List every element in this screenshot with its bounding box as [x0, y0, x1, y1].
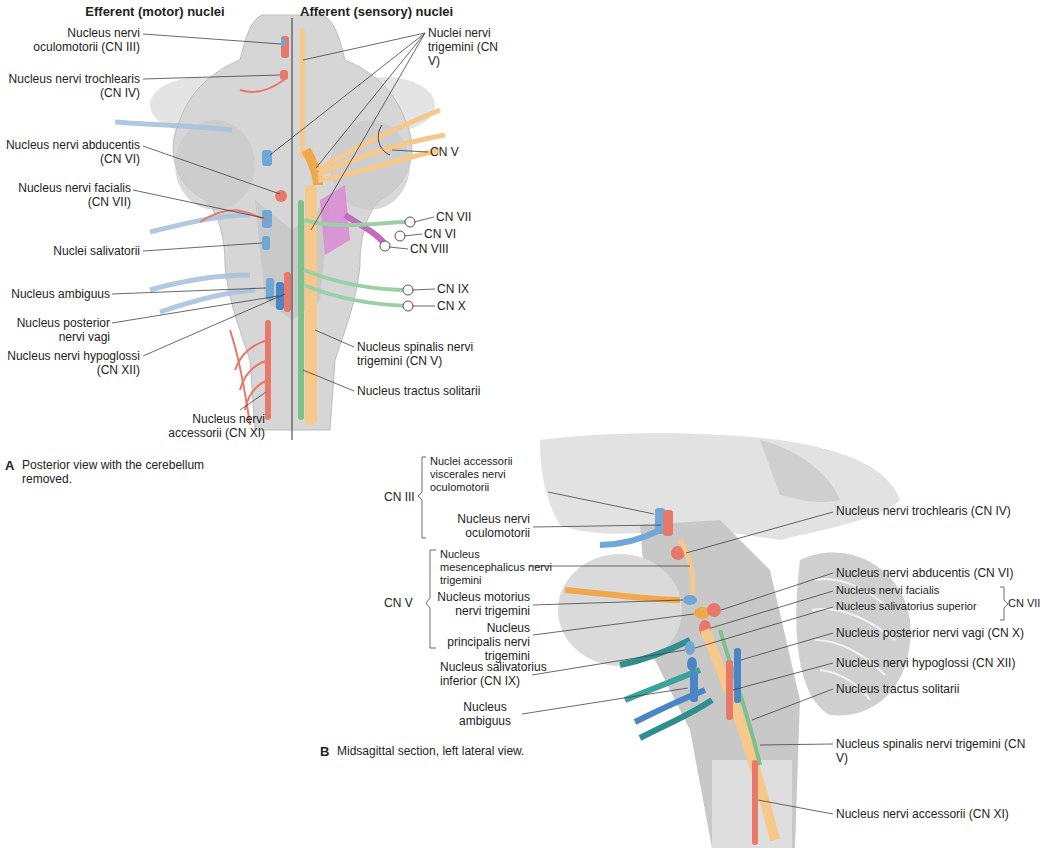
structure-label: Nucleus spinalis nervi trigemini (CN V)	[357, 340, 497, 368]
nerve-label: CN V	[384, 596, 426, 610]
structure-label: Nucleus nervi accessorii (CN XI)	[836, 807, 1050, 821]
column-heading: Efferent (motor) nuclei	[60, 4, 250, 19]
structure-label: Nucleus nervi hypoglossi (CN XII)	[2, 349, 140, 377]
nerve-label: CN V	[430, 145, 470, 159]
nerve-label: CN X	[437, 299, 481, 313]
structure-label: Nucleus principalis nervi trigemini	[430, 621, 530, 663]
structure-label: Nucleus nervi trochlearis (CN IV)	[836, 504, 1050, 518]
structure-label: Nucleus spinalis nervi trigemini (CN V)	[836, 737, 1036, 765]
structure-label: Nucleus nervi oculomotorii	[430, 512, 530, 540]
structure-label: Nucleus tractus solitarii	[357, 384, 517, 398]
structure-label: Nucleus mesencephalicus nervi trigemini	[440, 548, 552, 587]
structure-label: Nucleus posterior nervi vagi	[5, 316, 110, 344]
nerve-label: CN IX	[437, 282, 481, 296]
structure-label: Nucleus tractus solitarii	[836, 682, 1050, 696]
nerve-label: CN VII	[1008, 597, 1050, 610]
nerve-label: CN VI	[424, 227, 468, 241]
structure-label: Nucleus salivatorius superior	[836, 600, 1000, 613]
structure-label: Nucleus nervi facialis	[836, 584, 1000, 597]
structure-label: Nuclei accessorii viscerales nervi oculo…	[430, 455, 552, 494]
structure-label: Nucleus nervi abducentis (CN VI)	[5, 138, 140, 166]
brainstem-posterior	[115, 15, 445, 440]
brain-midsagittal	[540, 433, 910, 848]
structure-label: Nucleus ambiguus	[5, 287, 110, 301]
structure-label: Nucleus nervi abducentis (CN VI)	[836, 566, 1050, 580]
caption-text: Midsagittal section, left lateral view.	[337, 744, 637, 758]
nerve-label: CN VIII	[410, 242, 460, 256]
nerve-label: CN III	[384, 490, 424, 504]
column-heading: Afferent (sensory) nuclei	[300, 4, 490, 19]
structure-label: Nucleus nervi oculomotorii (CN III)	[5, 26, 140, 54]
panel-letter: B	[320, 744, 334, 759]
nerve-label: CN VII	[436, 210, 480, 224]
structure-label: Nucleus posterior nervi vagi (CN X)	[836, 626, 1050, 640]
structure-label: Nucleus nervi hypoglossi (CN XII)	[836, 656, 1050, 670]
structure-label: Nucleus nervi facialis (CN VII)	[5, 181, 131, 209]
structure-label: Nucleus nervi trochlearis (CN IV)	[5, 72, 140, 100]
caption-text: Posterior view with the cerebellum remov…	[22, 458, 237, 486]
structure-label: Nucleus ambiguus	[450, 700, 520, 728]
structure-label: Nucleus motorius nervi trigemini	[430, 590, 530, 618]
structure-label: Nuclei nervi trigemini (CN V)	[428, 26, 513, 68]
panel-letter: A	[5, 458, 19, 473]
structure-label: Nuclei salivatorii	[5, 244, 140, 258]
structure-label: Nucleus nervi accessorii (CN XI)	[140, 412, 265, 440]
structure-label: Nucleus salivatorius inferior (CN IX)	[440, 660, 565, 688]
